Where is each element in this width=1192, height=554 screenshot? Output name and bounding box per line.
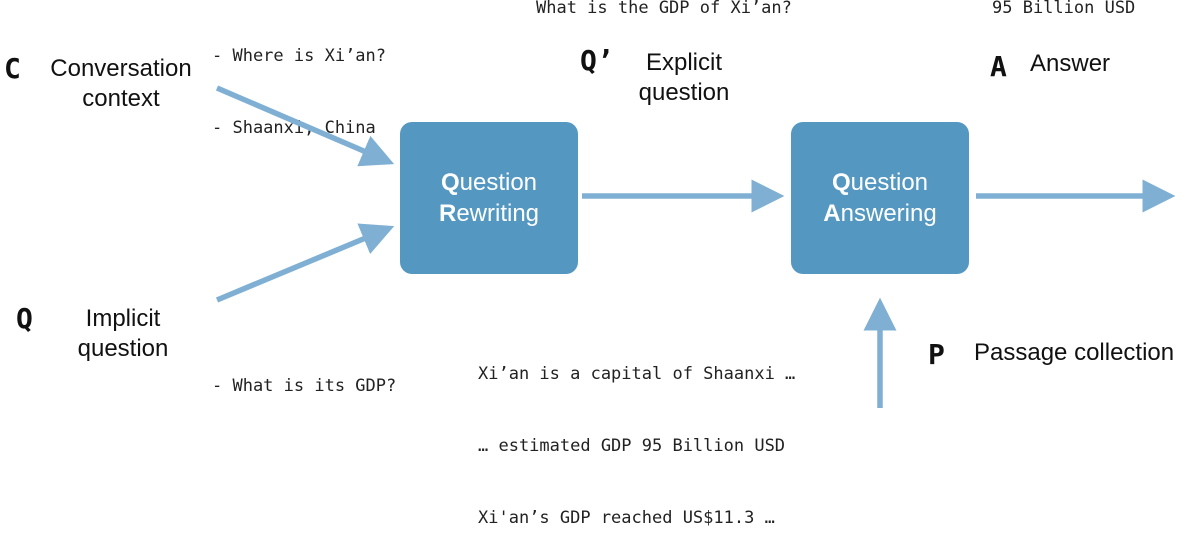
explicit-label: Explicit question	[626, 48, 742, 108]
explicit-question-example: What is the GDP of Xi’an?	[536, 0, 792, 18]
box-word: ewriting	[456, 200, 540, 227]
explicit-letter: Q’	[580, 44, 614, 77]
box-initial: Q	[440, 169, 460, 196]
implicit-example: - What is its GDP?	[212, 376, 397, 396]
context-label: Conversation context	[40, 54, 202, 114]
context-letter: C	[4, 52, 21, 85]
context-label-line: context	[82, 85, 160, 112]
box-word: uestion	[850, 169, 929, 196]
box-word: nswering	[840, 200, 937, 227]
question-rewriting-box: Question Rewriting	[400, 122, 578, 274]
explicit-label-line: question	[638, 79, 730, 106]
implicit-label-line: question	[77, 335, 169, 362]
explicit-label-line: Explicit	[645, 49, 723, 76]
answer-example: 95 Billion USD	[992, 0, 1136, 18]
box-word: uestion	[459, 169, 538, 196]
passage-letter: P	[928, 338, 945, 371]
implicit-letter: Q	[16, 302, 33, 335]
box-line: Question	[441, 167, 537, 198]
box-line: Answering	[823, 198, 936, 229]
passage-line: Xi’an is a capital of Shaanxi …	[478, 364, 796, 384]
passage-line: Xi'an’s GDP reached US$11.3 …	[478, 508, 775, 528]
implicit-to-rewriting-arrow	[215, 223, 395, 303]
box-initial: R	[438, 200, 457, 227]
box-line: Question	[832, 167, 928, 198]
context-label-line: Conversation	[50, 55, 192, 82]
box-initial: Q	[831, 169, 851, 196]
box-line: Rewriting	[439, 198, 539, 229]
implicit-label: Implicit question	[68, 304, 178, 364]
box-initial: A	[823, 200, 841, 227]
passage-label: Passage collection	[974, 339, 1175, 366]
context-to-rewriting-arrow	[215, 85, 395, 167]
passage-line: … estimated GDP 95 Billion USD	[478, 436, 786, 456]
answer-label: Answer	[1030, 50, 1111, 77]
implicit-label-line: Implicit	[85, 305, 161, 332]
context-line: - Where is Xi’an?	[212, 46, 386, 66]
flow-arrows	[215, 85, 1176, 408]
question-answering-box: Question Answering	[791, 122, 969, 274]
answer-letter: A	[990, 50, 1007, 83]
